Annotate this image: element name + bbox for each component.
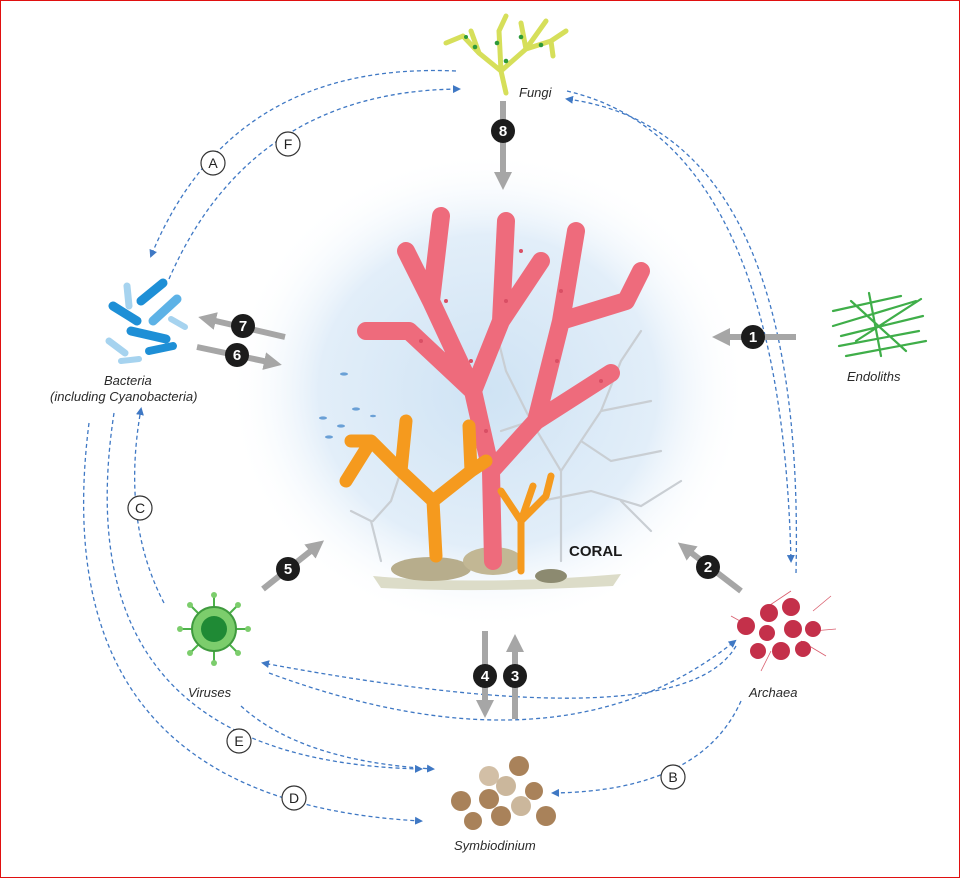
bacteria-label-line1: Bacteria <box>104 373 152 388</box>
svg-text:B: B <box>668 769 677 785</box>
svg-text:A: A <box>208 155 218 171</box>
endoliths-label: Endoliths <box>847 369 901 384</box>
badge-8: 8 <box>491 119 515 143</box>
svg-text:8: 8 <box>499 123 507 140</box>
badge-a: A <box>200 150 226 176</box>
svg-text:7: 7 <box>239 318 247 335</box>
link-d-path <box>82 422 423 825</box>
badge-4: 4 <box>473 664 497 688</box>
small-fish <box>319 372 376 439</box>
link-fungi-archaea-path <box>566 90 795 563</box>
svg-text:4: 4 <box>481 668 490 685</box>
letter-badges: A B C D E F <box>127 131 686 811</box>
fungi-illustration <box>443 13 569 96</box>
symbiodinium-label: Symbiodinium <box>454 838 536 853</box>
badge-2: 2 <box>696 555 720 579</box>
link-archaea-viruses-path <box>261 645 737 699</box>
rock-small <box>535 569 567 583</box>
svg-text:3: 3 <box>511 668 519 685</box>
badge-b: B <box>660 764 686 790</box>
background-coral-fan <box>349 329 683 563</box>
link-b-path <box>551 700 742 797</box>
link-a-path <box>149 69 457 258</box>
pink-coral-spots <box>419 249 603 433</box>
sand-base <box>373 574 621 591</box>
bacteria-illustration <box>105 278 188 364</box>
svg-text:1: 1 <box>749 329 757 346</box>
badge-f: F <box>275 131 301 157</box>
badge-c: C <box>127 495 153 521</box>
svg-text:2: 2 <box>704 559 712 576</box>
coral-background-glow <box>228 151 748 631</box>
svg-text:C: C <box>135 500 145 516</box>
link-viruses-archaea-path <box>268 639 737 721</box>
archaea-illustration <box>730 590 837 672</box>
bacteria-label-line2: (including Cyanobacteria) <box>50 389 197 404</box>
svg-text:D: D <box>289 790 299 806</box>
badge-1: 1 <box>741 325 765 349</box>
symbiodinium-illustration <box>451 756 556 830</box>
badge-5: 5 <box>276 557 300 581</box>
link-archaea-fungi-path <box>565 95 798 574</box>
svg-text:5: 5 <box>284 561 292 578</box>
badge-6: 6 <box>225 343 249 367</box>
viruses-label: Viruses <box>188 685 232 700</box>
fungi-label: Fungi <box>519 85 553 100</box>
svg-text:F: F <box>284 136 293 152</box>
viruses-illustration <box>177 592 251 666</box>
badge-3: 3 <box>503 664 527 688</box>
coral-illustration <box>319 207 683 591</box>
link-viruses-symbiodinium-path <box>240 705 435 773</box>
link-e-path <box>106 412 423 773</box>
badge-7: 7 <box>231 314 255 338</box>
badge-e: E <box>226 728 252 754</box>
svg-text:E: E <box>234 733 243 749</box>
archaea-label: Archaea <box>748 685 797 700</box>
number-badges: 1 2 3 4 5 6 7 8 <box>225 119 765 688</box>
badge-d: D <box>281 785 307 811</box>
orange-coral <box>339 414 555 575</box>
rock-left <box>391 557 471 581</box>
coral-label: CORAL <box>569 543 622 560</box>
svg-text:6: 6 <box>233 347 241 364</box>
pink-coral <box>357 207 650 570</box>
endoliths-illustration <box>831 291 928 358</box>
